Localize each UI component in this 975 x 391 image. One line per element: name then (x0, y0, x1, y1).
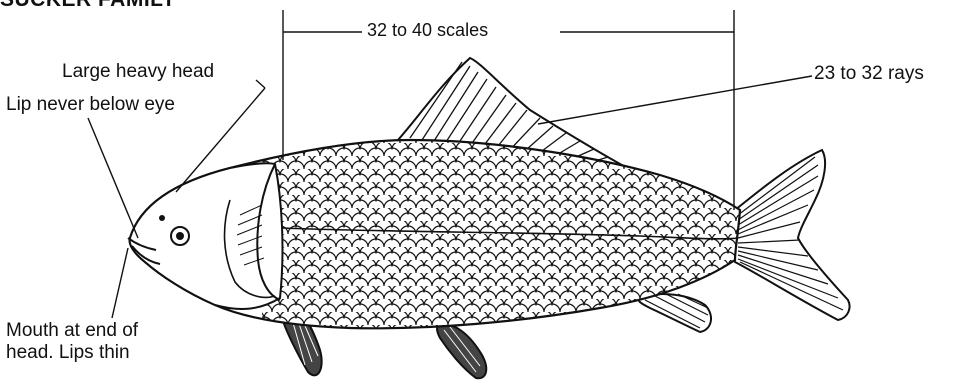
pelvic-fin (437, 325, 486, 379)
family-title: SUCKER FAMILY (0, 0, 176, 11)
label-mouth: Mouth at end of head. Lips thin (6, 320, 138, 364)
fish-head (130, 163, 283, 309)
anal-fin (638, 294, 711, 332)
label-mouth-line1: Mouth at end of (6, 320, 138, 342)
label-mouth-line2: head. Lips thin (6, 342, 138, 364)
caudal-fin (733, 150, 850, 320)
label-scale-count: 32 to 40 scales (363, 19, 492, 41)
label-ray-count: 23 to 32 rays (814, 63, 924, 85)
label-lip-never-below-eye: Lip never below eye (6, 94, 175, 116)
label-large-heavy-head: Large heavy head (62, 61, 214, 83)
